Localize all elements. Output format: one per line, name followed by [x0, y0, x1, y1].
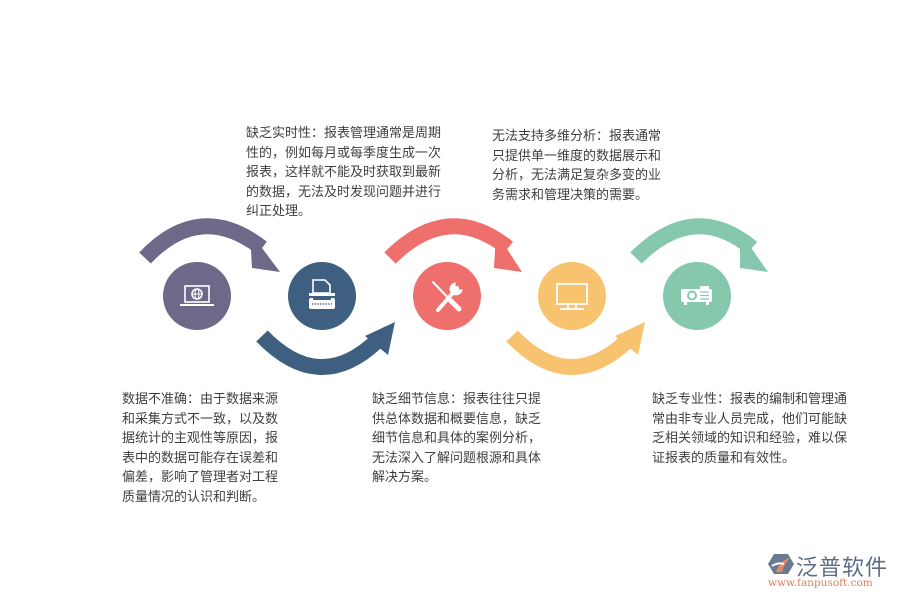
step-3-description: 缺乏细节信息：报表往往只提供总体数据和概要信息，缺乏细节信息和具体的案例分析，无… [372, 392, 542, 485]
step-5-description: 缺乏专业性：报表的编制和管理通常由非专业人员完成，他们可能缺乏相关领域的知识和经… [652, 392, 848, 466]
projector-icon [681, 286, 712, 305]
arrow-step-2 [256, 322, 395, 375]
step-4-description: 无法支持多维分析：报表通常只提供单一维度的数据展示和分析，无法满足复杂多变的业务… [492, 129, 662, 203]
arrow-step-4 [506, 322, 645, 375]
step-1-description: 数据不准确：由于数据来源和采集方式不一致，以及数据统计的主观性等原因，报表中的数… [122, 392, 279, 505]
step-2-description: 缺乏实时性：报表管理通常是周期性的，例如每月或每季度生成一次报表，这样就不能及时… [246, 126, 442, 219]
step-5-circle [663, 262, 731, 330]
arrow-step-1 [139, 218, 280, 272]
arrow-step-3 [384, 218, 522, 272]
step-4-circle [538, 262, 606, 330]
step-2-circle [288, 262, 356, 330]
step-1-circle [163, 262, 231, 330]
logo-name: 泛普软件 [796, 556, 889, 581]
tools-icon [432, 281, 463, 312]
step-3-circle [413, 262, 481, 330]
arrow-step-5 [630, 218, 768, 272]
laptop-globe-icon [180, 285, 214, 306]
monitor-icon [556, 283, 588, 310]
logo-url: www.fanpusoft.com [768, 577, 873, 589]
logo-mark-icon [768, 554, 794, 574]
typewriter-icon [309, 279, 335, 309]
brand-logo: 泛普软件 www.fanpusoft.com [766, 550, 896, 594]
